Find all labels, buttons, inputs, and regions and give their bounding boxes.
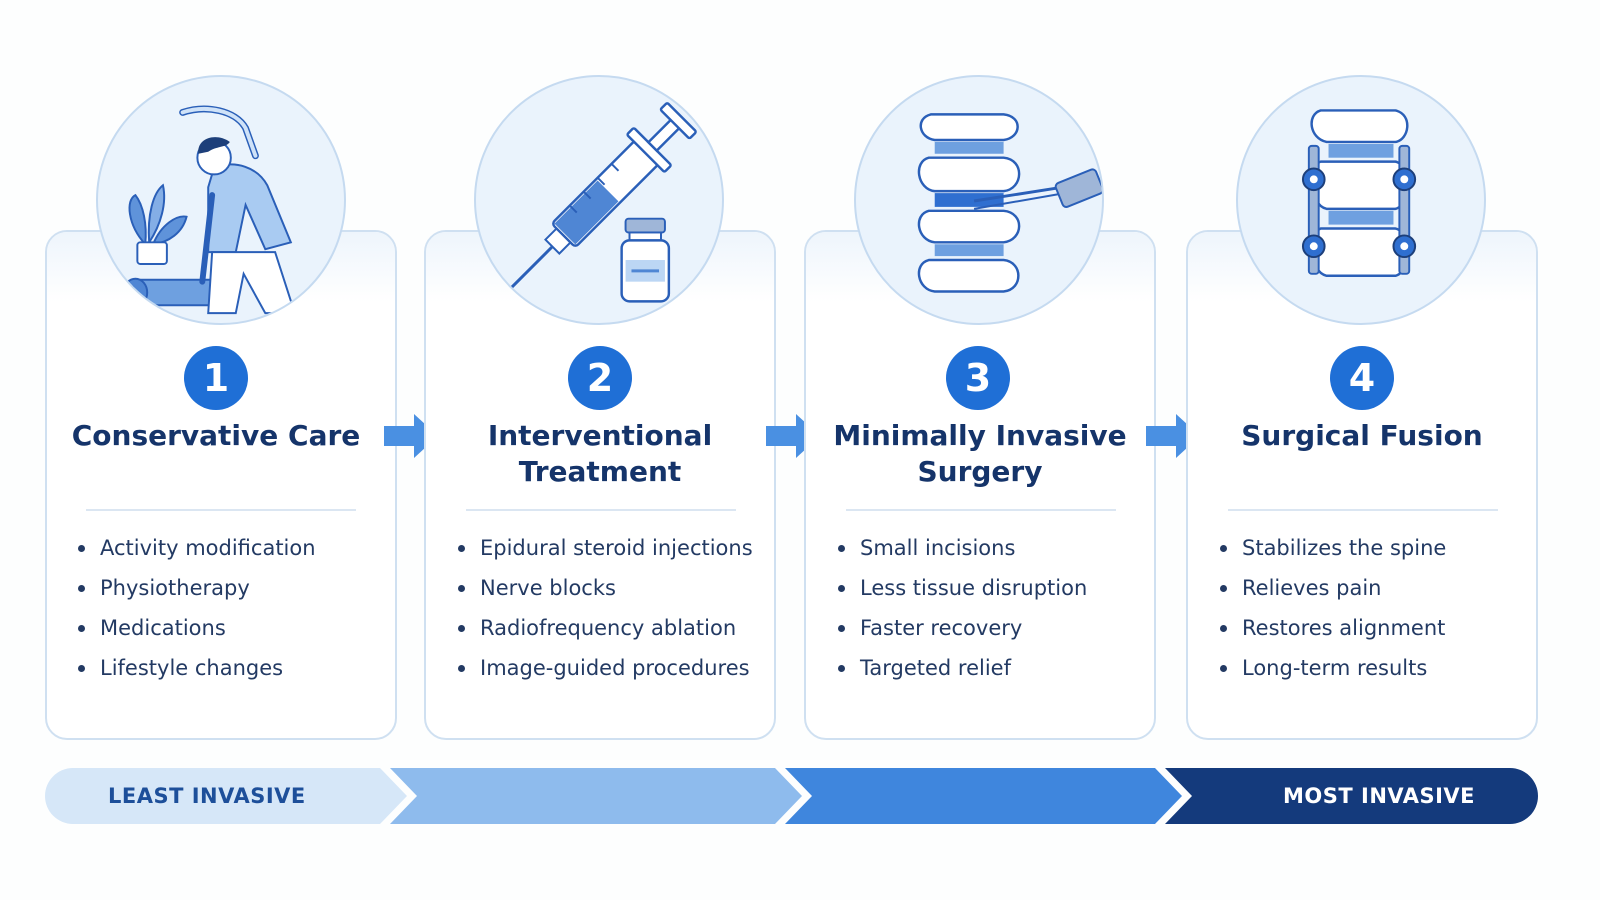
list-item: Small incisions [838, 528, 1158, 568]
step-benefit-list: Epidural steroid injections Nerve blocks… [458, 528, 778, 688]
list-item: Long-term results [1220, 648, 1540, 688]
list-item: Stabilizes the spine [1220, 528, 1540, 568]
scale-segment-1 [45, 768, 407, 824]
list-item: Lifestyle changes [78, 648, 398, 688]
card-divider [1228, 509, 1498, 511]
list-item: Image-guided procedures [458, 648, 778, 688]
step-benefit-list: Activity modification Physiotherapy Medi… [78, 528, 398, 688]
list-item: Activity modification [78, 528, 398, 568]
scale-segment-3 [785, 768, 1182, 824]
least-invasive-label: LEAST INVASIVE [108, 784, 306, 808]
list-item: Restores alignment [1220, 608, 1540, 648]
card-divider [466, 509, 736, 511]
person-stretching-icon [96, 75, 346, 325]
spinal-fusion-icon [1236, 75, 1486, 325]
step-title: Conservative Care [71, 419, 361, 452]
list-item: Radiofrequency ablation [458, 608, 778, 648]
step-title: Minimally Invasive Surgery [833, 419, 1127, 488]
step-number-badge: 2 [568, 346, 632, 410]
step-benefit-list: Small incisions Less tissue disruption F… [838, 528, 1158, 688]
scale-segment-4 [1165, 768, 1538, 824]
list-item: Faster recovery [838, 608, 1158, 648]
list-item: Nerve blocks [458, 568, 778, 608]
spine-endoscope-icon [854, 75, 1104, 325]
card-divider [86, 509, 356, 511]
list-item: Less tissue disruption [838, 568, 1158, 608]
list-item: Relieves pain [1220, 568, 1540, 608]
syringe-icon [474, 75, 724, 325]
card-divider [846, 509, 1116, 511]
most-invasive-label: MOST INVASIVE [1283, 784, 1476, 808]
list-item: Physiotherapy [78, 568, 398, 608]
scale-segment-2 [390, 768, 802, 824]
step-number-badge: 3 [946, 346, 1010, 410]
list-item: Epidural steroid injections [458, 528, 778, 568]
step-title: Interventional Treatment [487, 419, 713, 488]
invasiveness-scale-band [45, 768, 1538, 824]
step-number-badge: 1 [184, 346, 248, 410]
step-title: Surgical Fusion [1241, 419, 1483, 452]
step-number-badge: 4 [1330, 346, 1394, 410]
step-benefit-list: Stabilizes the spine Relieves pain Resto… [1220, 528, 1540, 688]
list-item: Medications [78, 608, 398, 648]
list-item: Targeted relief [838, 648, 1158, 688]
